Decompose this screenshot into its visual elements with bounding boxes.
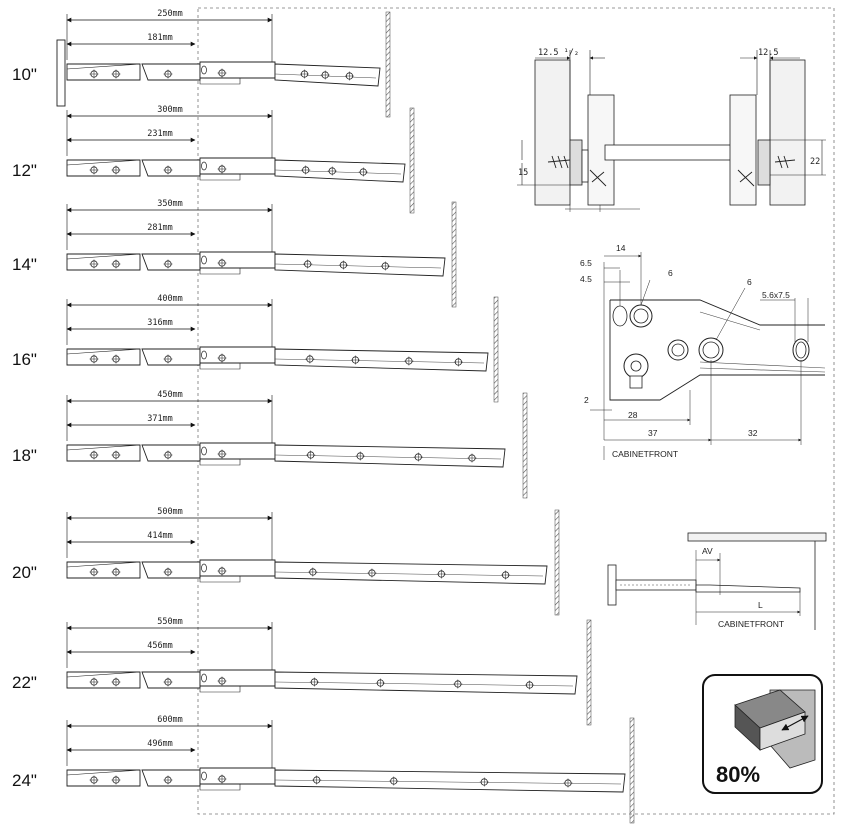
extension-badge: 80% [702,674,823,794]
overall-length-label: 350mm [157,199,183,209]
slide-size-label: 24" [12,771,37,790]
mount-cabinet-front-label: CABINETFRONT [718,619,784,629]
slide-row: 18" 450mm 371mm [12,390,528,499]
slide-size-label: 12" [12,161,37,180]
dim-6-5-label: 6.5 [580,258,592,268]
cabinet-side [522,392,528,499]
overall-length-label: 450mm [157,390,183,400]
cabinet-side [586,619,592,726]
cabinet-side [629,717,635,824]
slide-size-label: 18" [12,446,37,465]
overall-length-label: 550mm [157,617,183,627]
slide-row: 24" 600mm 496mm [12,715,635,824]
slide-rail [66,346,489,372]
left-gap-label: 12.5 ¹/₂ [538,48,579,58]
left-height-label: 15 [518,168,528,178]
travel-length-label: 281mm [147,223,173,233]
travel-length-label: 316mm [147,318,173,328]
cabinet-side [451,201,457,308]
slide-row: 12" 300mm 231mm [12,105,415,214]
slide-row: 22" 550mm 456mm [12,617,592,726]
slide-rail [66,61,381,87]
overall-length-label: 600mm [157,715,183,725]
right-height-label: 22 [810,157,820,167]
cabinet-front-label: CABINETFRONT [612,449,678,459]
slide-rail [66,767,626,793]
mount-detail: AV L CABINETFRONT [607,532,827,630]
front-plate [56,39,66,107]
slide-size-label: 20" [12,563,37,582]
slide-size-label: 10" [12,65,37,84]
av-label: AV [702,546,713,556]
layout-frame [197,7,835,815]
dim-37-label: 37 [648,428,658,438]
slide-row: 20" 500mm 414mm [12,507,560,616]
extension-percent: 80% [716,762,760,787]
cross-section-detail: 12.5 ¹/₂ 12.5 15 22 [517,48,826,212]
hole-6b-label: 6 [747,277,752,287]
slide-row: 10" 250mm 181mm [12,9,391,118]
l-label: L [758,600,763,610]
travel-length-label: 231mm [147,129,173,139]
slide-row: 16" 400mm 316mm [12,294,499,403]
slide-rail [66,669,578,695]
slide-size-label: 22" [12,673,37,692]
slide-rail [66,559,548,585]
travel-length-label: 496mm [147,739,173,749]
cabinet-side [554,509,560,616]
slide-size-label: 14" [12,255,37,274]
travel-length-label: 456mm [147,641,173,651]
slide-rail [66,251,446,277]
cabinet-side [385,11,391,118]
dim-14-label: 14 [616,243,626,253]
hole-detail: 14 6.5 4.5 6 6 5.6x7.5 2 28 37 32 CABINE… [580,243,826,460]
cabinet-side [493,296,499,403]
dim-2-label: 2 [584,395,589,405]
drawer-icon [734,689,816,769]
right-gap-label: 12.5 [758,48,778,58]
slide-row: 14" 350mm 281mm [12,199,457,308]
slide-size-label: 16" [12,350,37,369]
overall-length-label: 400mm [157,294,183,304]
overall-length-label: 250mm [157,9,183,19]
slot-label: 5.6x7.5 [762,290,790,300]
slide-rail [66,157,406,183]
travel-length-label: 371mm [147,414,173,424]
travel-length-label: 414mm [147,531,173,541]
overall-length-label: 500mm [157,507,183,517]
hole-6a-label: 6 [668,268,673,278]
cabinet-side [409,107,415,214]
overall-length-label: 300mm [157,105,183,115]
slide-rail [66,442,506,468]
travel-length-label: 181mm [147,33,173,43]
slide-rows: 10"250mm181mm12"300mm231mm14"350mm281mm1… [12,9,635,824]
dim-28-label: 28 [628,410,638,420]
dim-32-label: 32 [748,428,758,438]
dim-4-5-label: 4.5 [580,274,592,284]
